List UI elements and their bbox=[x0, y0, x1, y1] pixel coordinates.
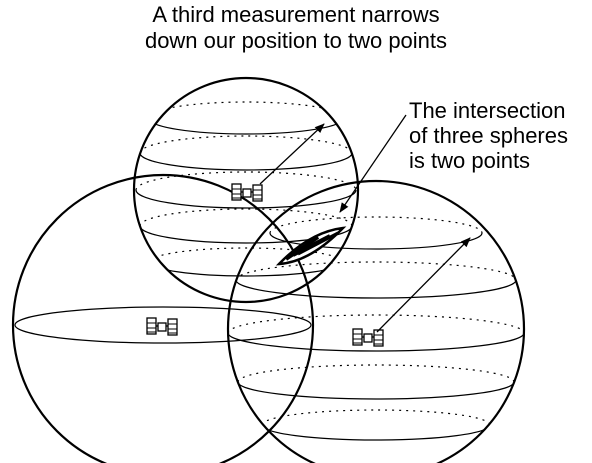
top-sphere-latitude-2-back bbox=[139, 135, 353, 154]
title-line-2: down our position to two points bbox=[144, 28, 448, 53]
top-sphere-latitude-5-back bbox=[149, 247, 343, 263]
left-sphere bbox=[11, 173, 315, 463]
left-sphere-equator bbox=[14, 306, 312, 344]
right-sphere-latitude-1-back bbox=[269, 216, 483, 234]
left-sphere-outline bbox=[11, 173, 315, 463]
top-sphere-radius-arrow bbox=[259, 123, 325, 185]
right-sphere bbox=[226, 179, 526, 463]
right-sphere-latitude-5-back bbox=[261, 409, 491, 426]
right-sphere-latitude-2 bbox=[235, 279, 517, 299]
top-sphere-latitude-4-back bbox=[139, 208, 353, 227]
annotation-leader-arrow bbox=[339, 114, 407, 213]
satellite-icon bbox=[146, 317, 178, 336]
annotation-line-3: is two points bbox=[409, 148, 531, 173]
top-sphere-latitude-1-back bbox=[147, 101, 345, 119]
intersection-points bbox=[275, 226, 347, 266]
right-sphere-radius-arrow bbox=[376, 237, 471, 333]
right-sphere-latitude-4 bbox=[237, 381, 515, 400]
top-sphere-latitude-2 bbox=[139, 152, 353, 171]
annotation-line-1: The intersection bbox=[409, 98, 566, 123]
diagram-title: A third measurement narrows down our pos… bbox=[0, 2, 592, 54]
right-sphere-latitude-3 bbox=[228, 332, 524, 352]
top-sphere-latitude-1 bbox=[147, 117, 345, 135]
right-sphere-latitude-4-back bbox=[237, 364, 515, 383]
annotation-line-2: of three spheres bbox=[409, 123, 568, 148]
right-sphere-latitude-5 bbox=[261, 424, 491, 441]
right-sphere-outline bbox=[226, 179, 526, 463]
top-sphere-latitude-3-back bbox=[135, 171, 357, 191]
title-line-1: A third measurement narrows bbox=[152, 2, 440, 27]
top-sphere-latitude-4 bbox=[139, 225, 353, 244]
satellite-icon bbox=[231, 183, 263, 202]
top-sphere-outline bbox=[132, 76, 360, 304]
intersection-annotation: The intersection of three spheres is two… bbox=[409, 98, 568, 173]
satellite-icon bbox=[352, 328, 384, 347]
top-sphere-latitude-5 bbox=[149, 261, 343, 277]
top-sphere-latitude-3 bbox=[135, 189, 357, 209]
